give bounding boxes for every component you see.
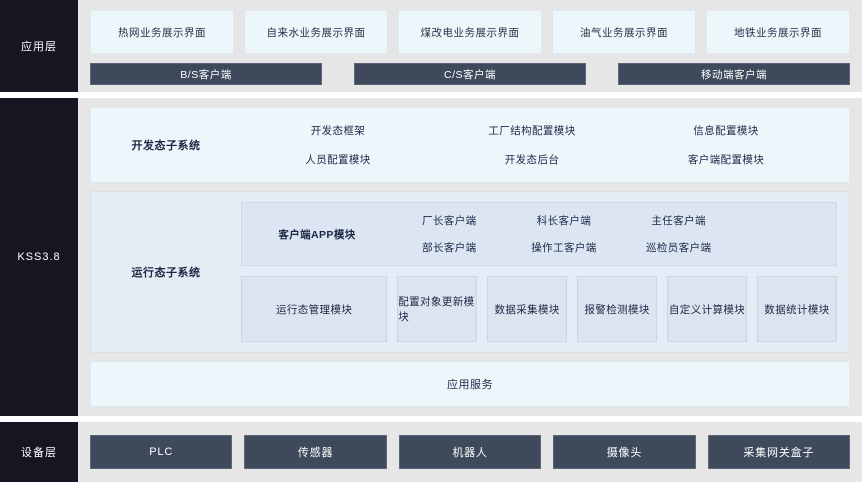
platform-layer-body: 开发态子系统 开发态框架 工厂结构配置模块 信息配置模块 人员配置模块 开发态后…: [78, 98, 862, 416]
device-layer-band: 设备层 PLC 传感器 机器人 摄像头 采集网关盒子: [0, 422, 862, 482]
client-app-module-title: 客户端APP模块: [278, 228, 356, 241]
application-service-bar[interactable]: 应用服务: [90, 361, 850, 407]
client-app-item[interactable]: 主任客户端: [651, 215, 706, 227]
dev-item[interactable]: 工厂结构配置模块: [488, 125, 576, 137]
application-clients-row: B/S客户端 C/S客户端 移动端客户端: [90, 63, 850, 85]
device-bar[interactable]: PLC: [90, 435, 233, 469]
runtime-modules-row: 运行态管理模块 配置对象更新模块 数据采集模块 报警检测模块 自定义计算模块 数…: [241, 276, 837, 342]
application-layer-label: 应用层: [0, 0, 78, 92]
platform-layer-label: KSS3.8: [0, 98, 78, 416]
application-layer-body: 热网业务展示界面 自来水业务展示界面 煤改电业务展示界面 油气业务展示界面 地铁…: [78, 0, 862, 92]
app-screen-card[interactable]: 油气业务展示界面: [552, 10, 696, 54]
device-bar[interactable]: 采集网关盒子: [707, 435, 851, 469]
run-subsystem-content: 客户端APP模块 厂长客户端 科长客户端 主任客户端 部长客户端 操作工客户端 …: [241, 202, 849, 342]
platform-layer-band: KSS3.8 开发态子系统 开发态框架 工厂结构配置模块 信息配置模块 人员配置…: [0, 98, 862, 416]
app-screen-card[interactable]: 热网业务展示界面: [90, 10, 234, 54]
client-app-item[interactable]: 部长客户端: [422, 242, 477, 254]
dev-subsystem-block: 开发态子系统 开发态框架 工厂结构配置模块 信息配置模块 人员配置模块 开发态后…: [90, 107, 850, 183]
run-subsystem-block: 运行态子系统 客户端APP模块 厂长客户端 科长客户端 主任客户端 部长客户端 …: [90, 191, 850, 353]
runtime-module-card[interactable]: 自定义计算模块: [667, 276, 748, 342]
dev-item[interactable]: 人员配置模块: [305, 154, 371, 166]
band-divider: [0, 416, 862, 422]
runtime-module-card[interactable]: 数据采集模块: [487, 276, 568, 342]
dev-item[interactable]: 客户端配置模块: [687, 154, 765, 166]
dev-item[interactable]: 信息配置模块: [693, 125, 759, 137]
runtime-module-card[interactable]: 配置对象更新模块: [397, 276, 478, 342]
device-bar[interactable]: 机器人: [398, 435, 542, 469]
client-app-item[interactable]: 厂长客户端: [422, 215, 477, 227]
band-divider: [0, 92, 862, 98]
client-app-item[interactable]: 巡检员客户端: [645, 242, 712, 254]
dev-subsystem-name: 开发态子系统: [131, 140, 201, 152]
application-layer-band: 应用层 热网业务展示界面 自来水业务展示界面 煤改电业务展示界面 油气业务展示界…: [0, 0, 862, 92]
dev-item[interactable]: 开发态框架: [310, 125, 366, 137]
client-app-item[interactable]: 科长客户端: [536, 215, 592, 227]
client-app-item[interactable]: 操作工客户端: [531, 242, 597, 254]
app-screen-card[interactable]: 地铁业务展示界面: [706, 10, 850, 54]
device-row: PLC 传感器 机器人 摄像头 采集网关盒子: [90, 435, 851, 469]
device-bar[interactable]: 传感器: [244, 435, 387, 469]
client-bar[interactable]: C/S客户端: [354, 63, 586, 85]
app-screen-card[interactable]: 煤改电业务展示界面: [398, 10, 542, 54]
runtime-module-card[interactable]: 数据统计模块: [757, 276, 837, 342]
client-app-module-box: 客户端APP模块 厂长客户端 科长客户端 主任客户端 部长客户端 操作工客户端 …: [241, 202, 837, 266]
runtime-module-card[interactable]: 报警检测模块: [577, 276, 658, 342]
app-screen-card[interactable]: 自来水业务展示界面: [244, 10, 388, 54]
run-subsystem-name: 运行态子系统: [131, 267, 201, 279]
application-screens-row: 热网业务展示界面 自来水业务展示界面 煤改电业务展示界面 油气业务展示界面 地铁…: [90, 10, 850, 54]
client-bar[interactable]: 移动端客户端: [618, 63, 850, 85]
runtime-module-card[interactable]: 运行态管理模块: [241, 276, 388, 342]
dev-item[interactable]: 开发态后台: [504, 154, 560, 166]
device-layer-label: 设备层: [0, 422, 78, 482]
dev-subsystem-items: 开发态框架 工厂结构配置模块 信息配置模块 人员配置模块 开发态后台 客户端配置…: [241, 123, 849, 167]
device-layer-body: PLC 传感器 机器人 摄像头 采集网关盒子: [78, 422, 862, 482]
device-bar[interactable]: 摄像头: [553, 435, 696, 469]
client-app-module-items: 厂长客户端 科长客户端 主任客户端 部长客户端 操作工客户端 巡检员客户端: [392, 213, 836, 255]
client-bar[interactable]: B/S客户端: [90, 63, 322, 85]
